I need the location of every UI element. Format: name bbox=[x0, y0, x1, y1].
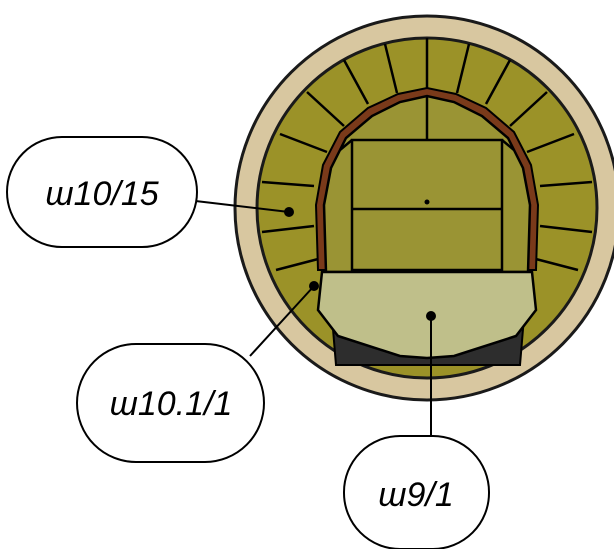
callout-upper: ш10/15 bbox=[6, 136, 198, 248]
inner-walls bbox=[339, 96, 515, 272]
callout-lower-left-label: ш10.1/1 bbox=[110, 385, 233, 423]
callout-bottom-bubble bbox=[343, 435, 490, 549]
callout-upper-bubble bbox=[6, 136, 198, 248]
callout-upper-label: ш10/15 bbox=[45, 175, 158, 213]
center-point bbox=[424, 199, 430, 205]
callout-lower-left: ш10.1/1 bbox=[76, 343, 265, 463]
callout-bottom: ш9/1 bbox=[343, 435, 490, 549]
callout-bottom-label: ш9/1 bbox=[378, 476, 454, 514]
leader-line-lower-left bbox=[249, 285, 315, 357]
callout-lower-left-bubble bbox=[76, 343, 265, 463]
leader-line-upper bbox=[186, 199, 290, 213]
masonry-block-ring bbox=[261, 38, 593, 272]
